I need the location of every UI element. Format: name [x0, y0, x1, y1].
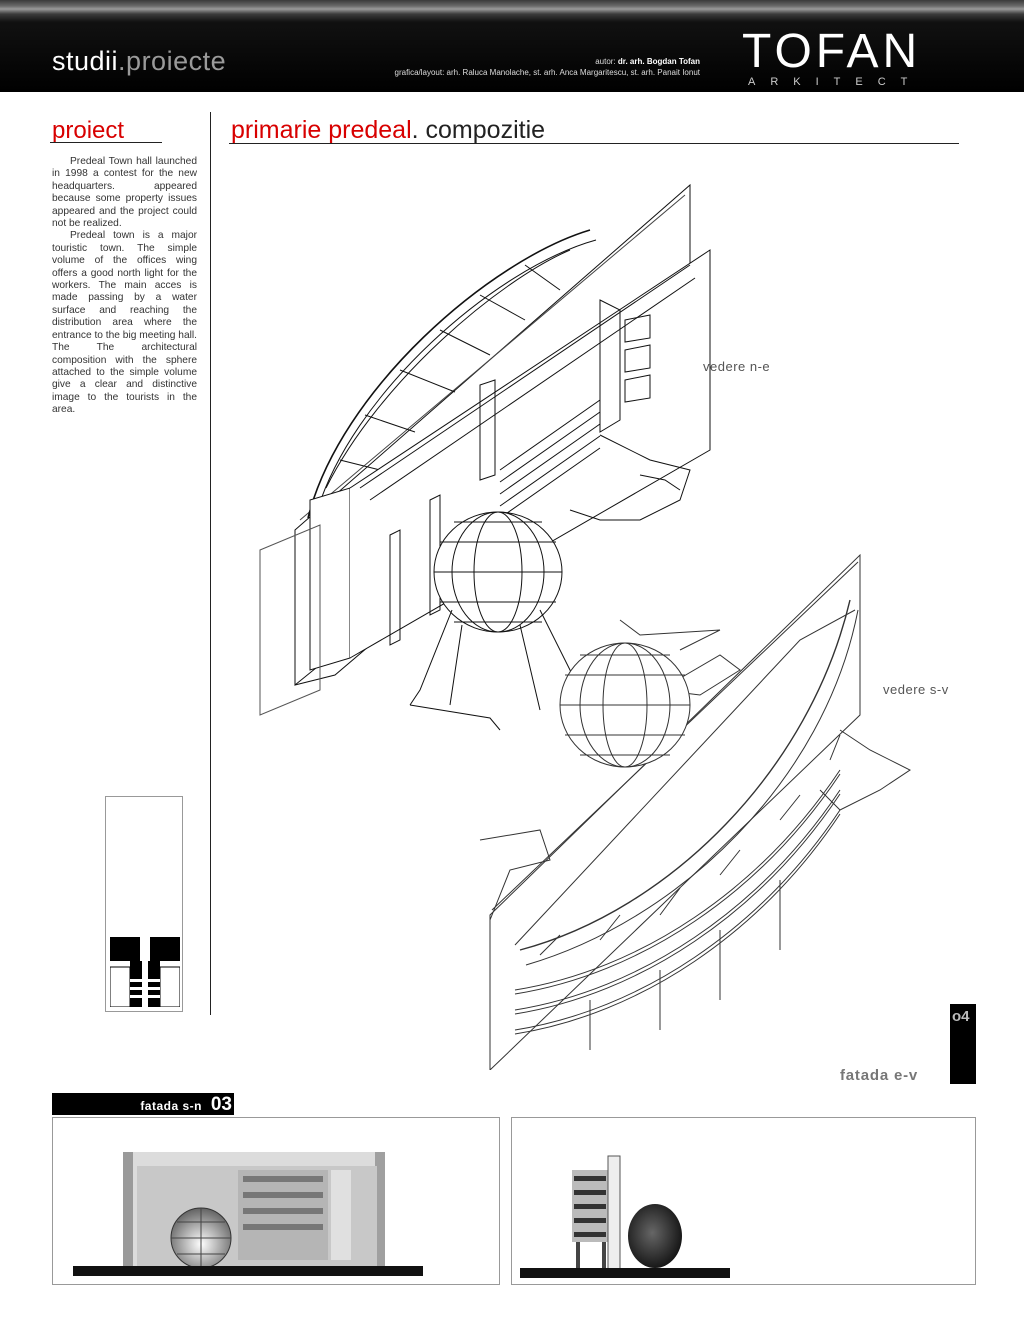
elevation-label-ev: fatada e-v	[840, 1067, 919, 1084]
page-title: primarie predeal. compozitie	[231, 116, 545, 145]
author-label: autor:	[595, 57, 618, 66]
description-paragraph: Predeal town is a major touristic town. …	[52, 230, 197, 416]
brand-subtitle: proiecte	[126, 46, 227, 76]
studio-logo-icon	[110, 937, 180, 1007]
elevation-panel-sn	[52, 1117, 500, 1285]
author-name: dr. arh. Bogdan Tofan	[617, 57, 700, 66]
brand-main: studii	[52, 46, 119, 76]
view-label-sv: vedere s-v	[883, 682, 949, 697]
view-label-ne: vedere n-e	[703, 359, 771, 374]
elevation-label-number: 03	[210, 1094, 232, 1115]
page-number: o4	[952, 1008, 970, 1025]
header-band: studii.proiecte autor: dr. arh. Bogdan T…	[0, 0, 1024, 92]
page-title-topic: . compozitie	[411, 116, 546, 144]
logo-subtitle: ARKITECT	[748, 76, 923, 88]
elevation-panel-ev	[511, 1117, 976, 1285]
axonometric-drawings	[259, 183, 911, 1070]
page-number-badge: o4	[950, 1004, 976, 1084]
section-title-rule	[50, 142, 162, 143]
ne-building-drawing	[259, 183, 711, 731]
elevation-ev-render	[520, 1155, 730, 1278]
title-rule	[229, 143, 959, 144]
studio-logo-panel	[105, 796, 183, 1012]
credits-block: autor: dr. arh. Bogdan Tofan grafica/lay…	[330, 56, 701, 78]
logo-wordmark: TOFAN	[742, 25, 922, 78]
project-description: Predeal Town hall launched in 1998 a con…	[52, 156, 197, 417]
brand-title: studii.proiecte	[52, 46, 226, 77]
sv-building-drawing	[479, 553, 911, 1070]
credits-line: grafica/layout: arh. Raluca Manolache, s…	[394, 68, 701, 77]
author-line: autor: dr. arh. Bogdan Tofan	[330, 56, 700, 67]
elevation-sn-render	[73, 1152, 423, 1276]
column-divider	[210, 112, 211, 1015]
page-title-project: primarie predeal	[231, 116, 412, 144]
elevation-label-sn: fatada s-n 03	[52, 1093, 234, 1115]
description-paragraph: Predeal Town hall launched in 1998 a con…	[52, 156, 197, 230]
brand-separator: .	[118, 46, 127, 76]
section-title: proiect	[52, 117, 125, 144]
elevation-label-text: fatada s-n	[140, 1099, 202, 1113]
